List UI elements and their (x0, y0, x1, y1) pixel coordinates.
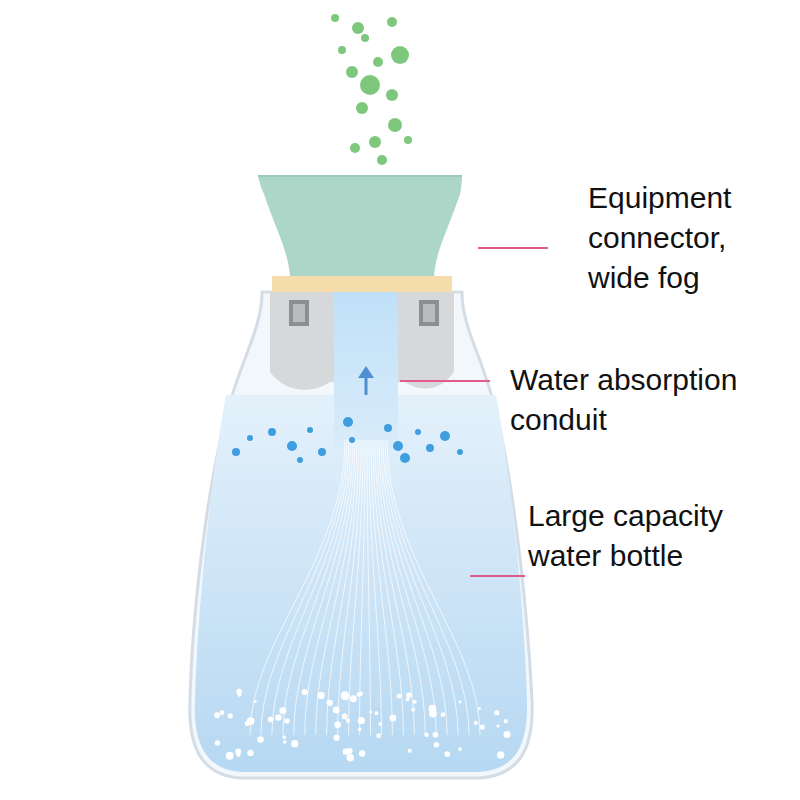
fixture-tab (419, 300, 439, 326)
leader-line (400, 380, 490, 382)
callout-label: Water absorption conduit (510, 360, 785, 440)
seal-band (272, 276, 452, 292)
equipment-connector-cap (258, 176, 462, 276)
mist-dots (214, 14, 511, 761)
conduit-fibers (250, 440, 480, 735)
leader-line (478, 247, 548, 249)
water (195, 395, 527, 772)
fixture-tab (289, 300, 309, 326)
callout-label: Large capacity water bottle (528, 496, 778, 576)
water-absorption-conduit (334, 288, 398, 448)
callout-label: Equipment connector, wide fog (588, 178, 778, 298)
leader-line (470, 575, 525, 577)
